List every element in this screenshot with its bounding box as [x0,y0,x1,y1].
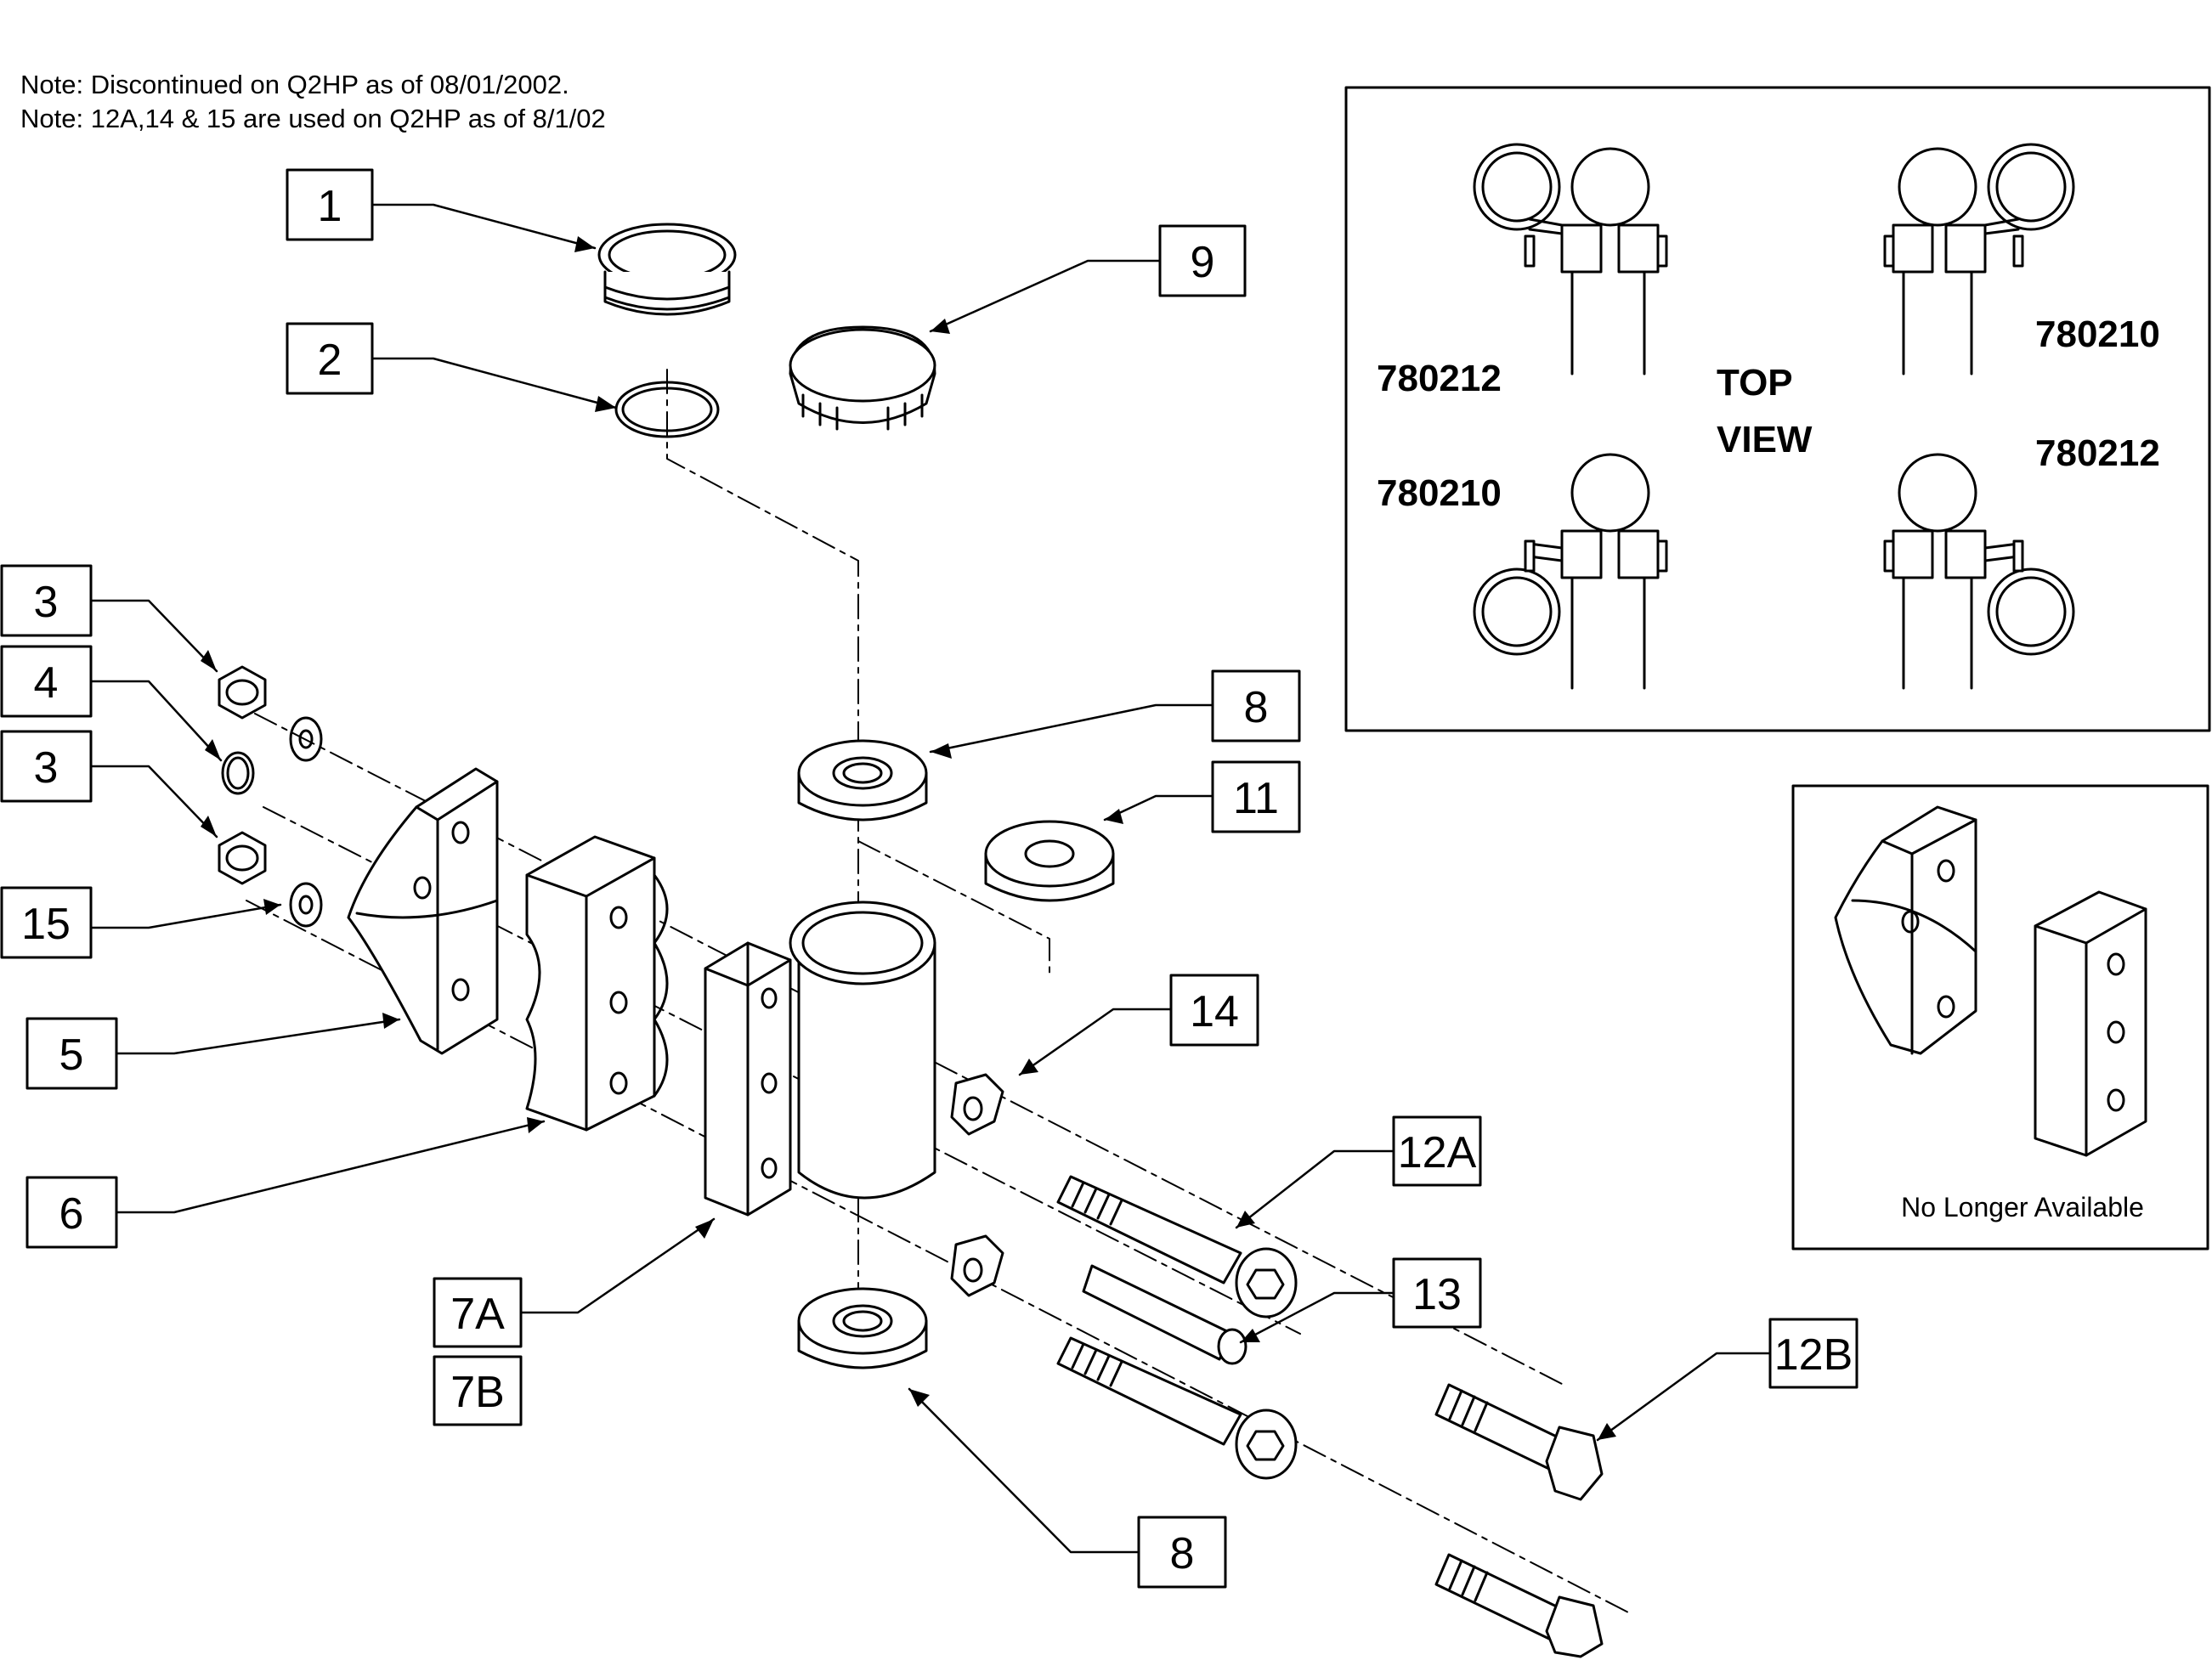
callout-3-lower-text: 3 [34,743,59,793]
clamp-block-part-6 [525,835,669,1132]
callout-13-text: 13 [1412,1270,1462,1319]
callout-9-text: 9 [1191,238,1215,287]
hex-nut-part-14-upper [950,1073,1004,1136]
inset-clamp-block [2034,890,2147,1157]
callout-6: 6 [25,1176,118,1249]
note-line-1: Note: Discontinued on Q2HP as of 08/01/2… [20,70,569,99]
pin-part-13 [1082,1264,1247,1365]
o-ring-part-4 [221,751,255,795]
inset-clamp-half [1834,805,1977,1055]
callout-14-text: 14 [1190,987,1239,1036]
bearing-part-8-upper [797,739,928,822]
top-view-title-line-2: VIEW [1717,419,1813,460]
callout-1-text: 1 [318,182,342,231]
clamp-part-5 [347,767,499,1055]
hex-bolt-part-12b-upper [1434,1383,1604,1501]
washer-part-15 [289,882,323,928]
callout-5-text: 5 [59,1030,84,1080]
cap-part-9 [789,325,936,431]
callout-6-text: 6 [59,1189,84,1239]
callout-12b: 12B [1768,1318,1858,1389]
leader-lines [89,203,1772,1554]
washer-upper [289,716,323,762]
top-view-assembly-tr [1883,143,2075,375]
callout-4-text: 4 [34,658,59,708]
callout-7a: 7A [433,1277,523,1348]
callout-7b: 7B [433,1355,523,1426]
top-view-assembly-bl [1473,453,1668,690]
callout-3-upper: 3 [0,564,93,637]
note-line-2: Note: 12A,14 & 15 are used on Q2HP as of… [20,104,606,133]
top-view-part-number-tl: 780212 [1377,358,1502,399]
callout-15: 15 [0,886,93,959]
callout-12a-text: 12A [1398,1128,1477,1177]
o-ring-part-2 [614,381,720,438]
callout-7b-text: 7B [450,1368,505,1417]
leader-arrowheads [201,236,1616,1440]
callout-12a: 12A [1392,1115,1482,1187]
callout-3-upper-text: 3 [34,578,59,627]
callout-8-upper-text: 8 [1244,683,1269,732]
inset-caption: No Longer Available [1901,1192,2144,1222]
lock-nut-part-3-upper [218,665,267,720]
hex-bolt-part-12b-lower [1434,1553,1604,1658]
top-view-panel: 780212 780210 780210 780212 TOP VIEW [1344,86,2211,732]
socket-screw-part-12a-upper [1056,1175,1298,1318]
lock-nut-part-3-lower [218,831,267,885]
callout-8-upper: 8 [1211,669,1301,742]
callout-11: 11 [1211,760,1301,833]
notes: Note: Discontinued on Q2HP as of 08/01/2… [20,68,606,136]
hex-nut-part-14-lower [950,1234,1004,1297]
callout-12b-text: 12B [1774,1330,1853,1380]
callout-11-text: 11 [1233,774,1279,823]
top-view-part-number-bl: 780210 [1377,472,1502,514]
callout-8-lower: 8 [1137,1516,1227,1589]
callout-9: 9 [1158,224,1247,297]
callout-15-text: 15 [21,900,71,949]
callout-7a-text: 7A [450,1290,505,1339]
callout-3-lower: 3 [0,730,93,803]
callout-8-lower-text: 8 [1170,1529,1195,1578]
spacer-part-11 [984,820,1115,902]
plug-part-1 [597,223,737,316]
callout-13: 13 [1392,1257,1482,1329]
bearing-part-8-lower [797,1287,928,1369]
housing-part-7a [704,901,936,1217]
callout-5: 5 [25,1017,118,1090]
callout-4: 4 [0,645,93,718]
callout-1: 1 [286,168,374,241]
discontinued-inset-panel: No Longer Available [1791,784,2209,1251]
callout-14: 14 [1169,974,1259,1047]
socket-screw-part-12a-lower [1056,1336,1298,1480]
callout-2-text: 2 [318,336,342,385]
top-view-title-line-1: TOP [1717,362,1793,404]
callout-2: 2 [286,322,374,395]
top-view-assembly-tl [1473,143,1668,375]
top-view-part-number-br: 780212 [2035,432,2160,474]
top-view-assembly-br [1883,453,2075,690]
top-view-part-number-tr: 780210 [2035,313,2160,355]
